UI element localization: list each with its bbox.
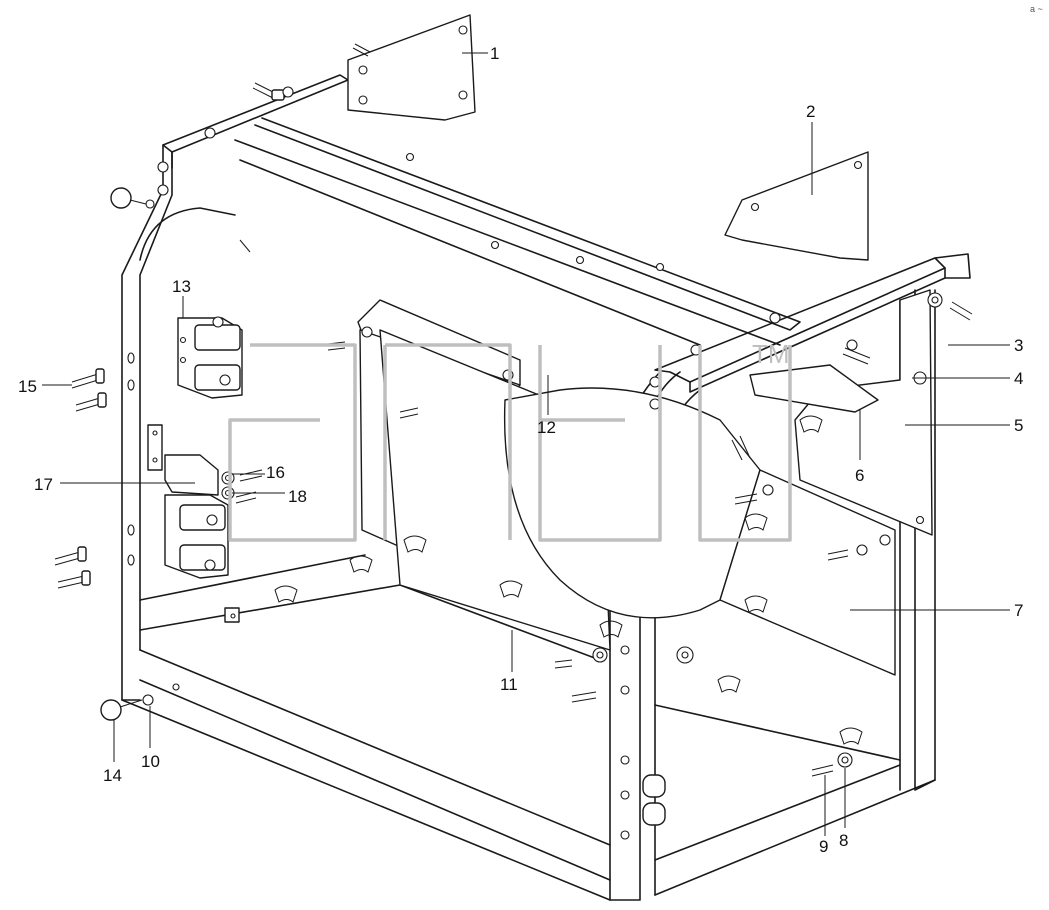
callout-5: 5: [1014, 416, 1023, 435]
part-5-panel: [794, 289, 933, 536]
callout-12: 12: [537, 418, 556, 437]
callout-18: 18: [288, 487, 307, 506]
callout-14: 14: [103, 766, 122, 785]
part-2-panel: [724, 151, 869, 261]
callout-17: 17: [34, 475, 53, 494]
callout-4: 4: [1014, 369, 1023, 388]
callout-2: 2: [806, 102, 815, 121]
corner-mark: a ~: [1030, 4, 1043, 14]
leader-lines: [42, 52, 1010, 836]
watermark-tm: TM: [752, 339, 790, 369]
callout-9: 9: [819, 837, 828, 856]
callout-1: 1: [490, 44, 499, 63]
fan-shroud: [503, 387, 761, 619]
callout-13: 13: [172, 277, 191, 296]
callout-10: 10: [141, 752, 160, 771]
hinge-lower: [147, 424, 229, 579]
hinge-upper: [177, 316, 243, 399]
part-1-bracket: [347, 14, 476, 121]
callout-8: 8: [839, 831, 848, 850]
callout-numbers: 1 2 3 4 5 6 7 8 9 10 11 12 13 14 15 16 1…: [18, 44, 1023, 856]
part-7-plate: [719, 469, 896, 676]
bolts: [54, 43, 973, 777]
callout-15: 15: [18, 377, 37, 396]
watermark: TM: [228, 339, 792, 542]
part-6-bracket: [749, 364, 879, 413]
callout-7: 7: [1014, 601, 1023, 620]
callout-3: 3: [1014, 336, 1023, 355]
callout-6: 6: [855, 466, 864, 485]
callout-11: 11: [500, 675, 518, 694]
callout-16: 16: [266, 463, 285, 482]
